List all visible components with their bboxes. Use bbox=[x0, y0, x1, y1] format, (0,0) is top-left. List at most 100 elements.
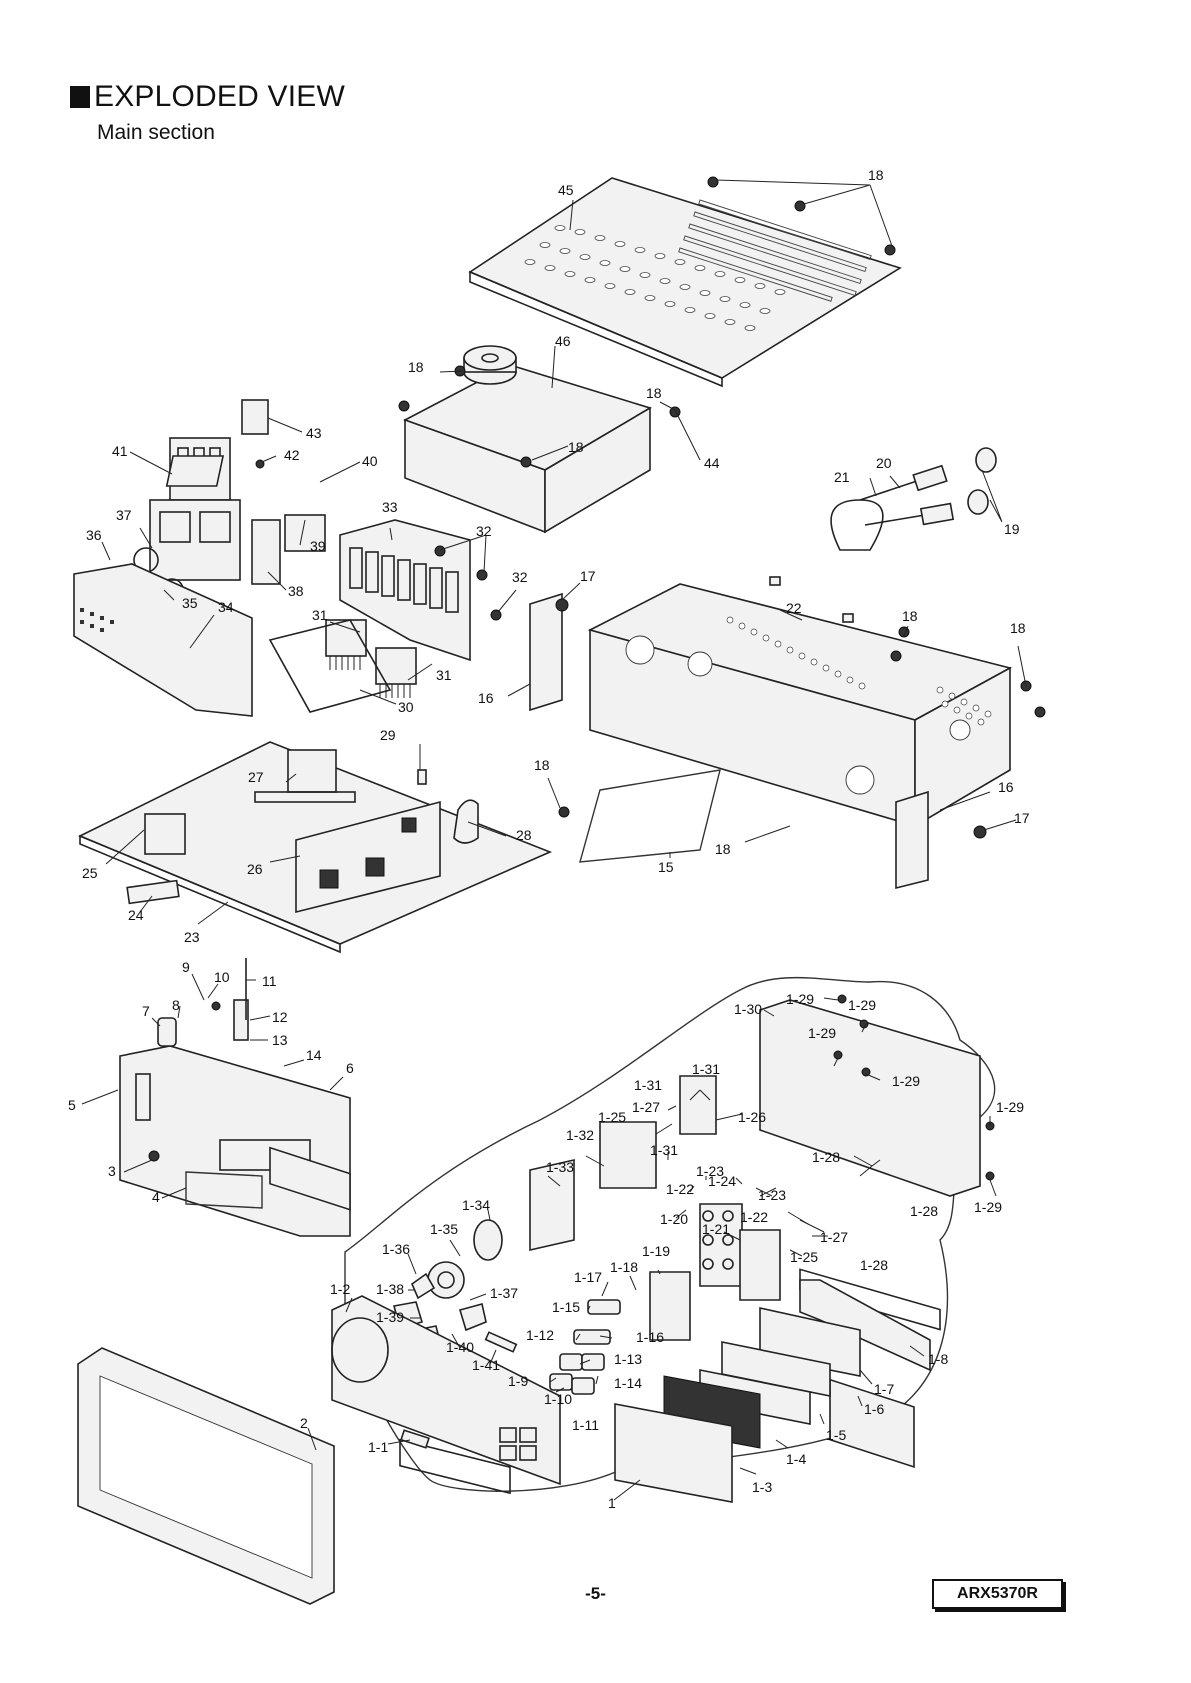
callout-label: 1-12 bbox=[526, 1327, 554, 1343]
callout-label: 1-40 bbox=[446, 1339, 474, 1355]
callout-label: 1-22 bbox=[740, 1209, 768, 1225]
callout-label: 36 bbox=[86, 527, 102, 543]
callout-label: 1-29 bbox=[974, 1199, 1002, 1215]
callout-label: 1-36 bbox=[382, 1241, 410, 1257]
callout-label: 45 bbox=[558, 182, 574, 198]
callout-label: 18 bbox=[568, 439, 584, 455]
callout-label: 19 bbox=[1004, 521, 1020, 537]
callout-label: 26 bbox=[247, 861, 263, 877]
callout-label: 1-23 bbox=[758, 1187, 786, 1203]
callout-label: 1-27 bbox=[632, 1099, 660, 1115]
callout-label: 18 bbox=[646, 385, 662, 401]
callout-label: 18 bbox=[715, 841, 731, 857]
callout-label: 1-14 bbox=[614, 1375, 642, 1391]
callout-label: 1-34 bbox=[462, 1197, 490, 1213]
callout-label: 1-28 bbox=[812, 1149, 840, 1165]
callout-label: 18 bbox=[902, 608, 918, 624]
callout-label: 24 bbox=[128, 907, 144, 923]
callout-label: 1-31 bbox=[650, 1142, 678, 1158]
callout-label: 16 bbox=[478, 690, 494, 706]
callout-label: 1-18 bbox=[610, 1259, 638, 1275]
callout-label: 1-2 bbox=[330, 1281, 350, 1297]
callout-label: 1-35 bbox=[430, 1221, 458, 1237]
callout-label: 16 bbox=[998, 779, 1014, 795]
callout-label: 1-33 bbox=[546, 1159, 574, 1175]
callout-label: 35 bbox=[182, 595, 198, 611]
callout-label: 33 bbox=[382, 499, 398, 515]
callout-label: 1-32 bbox=[566, 1127, 594, 1143]
callout-label: 1-23 bbox=[696, 1163, 724, 1179]
model-number-box: ARX5370R bbox=[932, 1579, 1063, 1609]
callout-label: 1-5 bbox=[826, 1427, 846, 1443]
page-subtitle: Main section bbox=[97, 121, 215, 144]
callout-label: 40 bbox=[362, 453, 378, 469]
section-heading: EXPLODED VIEW bbox=[70, 80, 345, 114]
callout-label: 21 bbox=[834, 469, 850, 485]
callout-label: 1-6 bbox=[864, 1401, 884, 1417]
callout-label: 1-37 bbox=[490, 1285, 518, 1301]
callout-label: 10 bbox=[214, 969, 230, 985]
main-pcb-part bbox=[78, 741, 553, 954]
callout-label: 1-11 bbox=[572, 1417, 599, 1433]
callout-label: 1-10 bbox=[544, 1391, 572, 1407]
callout-label: 42 bbox=[284, 447, 300, 463]
front-panel-parts bbox=[331, 999, 981, 1503]
callout-label: 22 bbox=[786, 600, 802, 616]
antenna-cable-part bbox=[830, 447, 997, 551]
callout-label: 31 bbox=[436, 667, 452, 683]
callout-label: 4 bbox=[152, 1189, 160, 1205]
top-cover-part bbox=[468, 177, 902, 388]
callout-label: 1-29 bbox=[786, 991, 814, 1007]
callout-label: 38 bbox=[288, 583, 304, 599]
callout-label: 1-16 bbox=[636, 1329, 664, 1345]
callout-label: 12 bbox=[272, 1009, 288, 1025]
callout-label: 1-31 bbox=[692, 1061, 720, 1077]
callout-label: 1-39 bbox=[376, 1309, 404, 1325]
callout-label: 14 bbox=[306, 1047, 322, 1063]
callout-label: 17 bbox=[1014, 810, 1030, 826]
callout-label: 46 bbox=[555, 333, 571, 349]
callout-label: 1-25 bbox=[598, 1109, 626, 1125]
callout-label: 15 bbox=[658, 859, 674, 875]
callout-label: 27 bbox=[248, 769, 264, 785]
bezel-frame-part bbox=[77, 1347, 335, 1605]
callout-label: 1-3 bbox=[752, 1479, 772, 1495]
callout-label: 1-24 bbox=[708, 1173, 736, 1189]
callout-label: 28 bbox=[516, 827, 532, 843]
callout-label: 1-17 bbox=[574, 1269, 602, 1285]
callout-label: 30 bbox=[398, 699, 414, 715]
callout-label: 1-28 bbox=[860, 1257, 888, 1273]
callout-label: 20 bbox=[876, 455, 892, 471]
callout-label: 1-19 bbox=[642, 1243, 670, 1259]
callout-label: 3 bbox=[108, 1163, 116, 1179]
callout-label: 37 bbox=[116, 507, 132, 523]
callout-label: 1-26 bbox=[738, 1109, 766, 1125]
callout-label: 1-27 bbox=[820, 1229, 848, 1245]
heading-bullet-icon bbox=[70, 86, 90, 108]
callout-label: 1-8 bbox=[928, 1351, 948, 1367]
callout-label: 18 bbox=[1010, 620, 1026, 636]
front-frame-part bbox=[119, 958, 351, 1237]
callout-label: 6 bbox=[346, 1060, 354, 1076]
callout-label: 44 bbox=[704, 455, 720, 471]
callout-label: 1-4 bbox=[786, 1451, 806, 1467]
leader-lines bbox=[81, 179, 1027, 1501]
callout-label: 1-13 bbox=[614, 1351, 642, 1367]
callout-label: 43 bbox=[306, 425, 322, 441]
callout-label: 8 bbox=[172, 997, 180, 1013]
callout-label: 34 bbox=[218, 599, 234, 615]
callout-label: 1-15 bbox=[552, 1299, 580, 1315]
page-number: -5- bbox=[585, 1584, 606, 1603]
callout-label: 31 bbox=[312, 607, 328, 623]
callout-label: 32 bbox=[476, 523, 492, 539]
callout-label: 25 bbox=[82, 865, 98, 881]
callout-label: 1-38 bbox=[376, 1281, 404, 1297]
callout-label: 18 bbox=[534, 757, 550, 773]
callout-label: 18 bbox=[408, 359, 424, 375]
jack-block-part bbox=[73, 399, 326, 717]
callout-label: 2 bbox=[300, 1415, 308, 1431]
chassis-frame-part bbox=[529, 576, 1013, 890]
callout-label: 1-29 bbox=[996, 1099, 1024, 1115]
